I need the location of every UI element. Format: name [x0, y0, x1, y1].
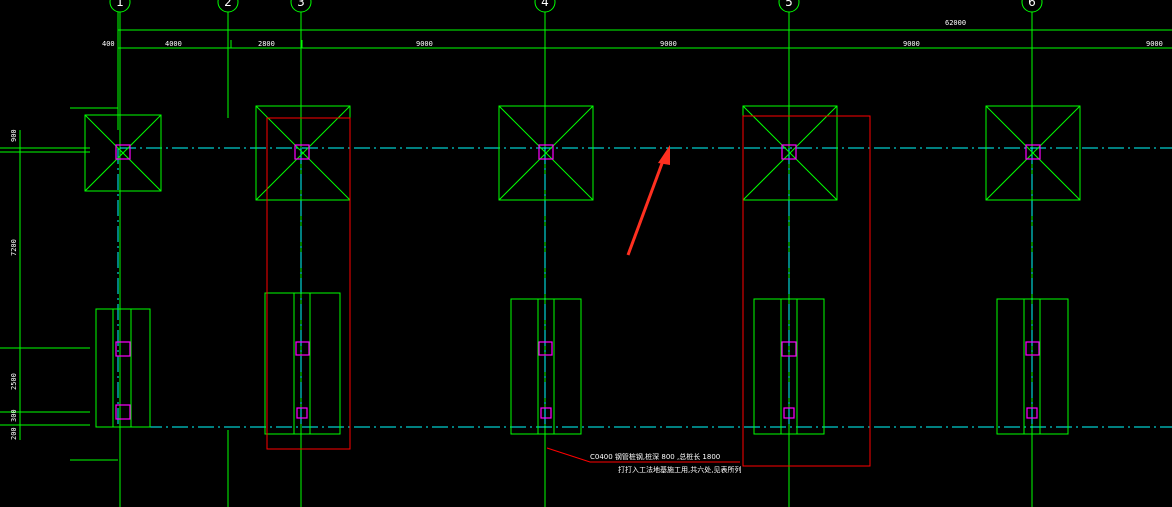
lower-footings: [95, 292, 1069, 435]
grid-label-1: 1: [116, 0, 124, 9]
grid-label-5: 5: [785, 0, 793, 9]
horizontal-axis-lines: [120, 147, 1172, 428]
pile-cap-4: [498, 105, 594, 201]
column-marker: [783, 407, 795, 419]
left-dimension-lines: [0, 107, 118, 461]
dim-seg-6: 9000: [1146, 40, 1163, 48]
dim-seg-4: 9000: [660, 40, 677, 48]
column-marker: [295, 341, 310, 356]
column-marker: [294, 144, 310, 160]
grid-label-2: 2: [224, 0, 232, 9]
dim-left-1: 7200: [10, 239, 18, 256]
column-marker: [1025, 144, 1041, 160]
footing-6: [996, 298, 1069, 435]
footing-1: [95, 308, 151, 428]
top-dimension-texts: 62000 400 4000 2800 9000 9000 9000 9000: [102, 19, 1163, 48]
pile-cap-1: [84, 114, 162, 192]
column-marker: [115, 404, 131, 420]
dim-seg-0: 400: [102, 40, 115, 48]
left-dimension-texts: 900 7200 2500 300 200: [10, 129, 18, 440]
footing-3: [264, 292, 341, 435]
pile-cap-6: [985, 105, 1081, 201]
column-marker: [115, 144, 131, 160]
annotation-leader: [546, 447, 740, 463]
pile-cap-3: [255, 105, 351, 201]
footing-4: [510, 298, 582, 435]
dim-left-2: 2500: [10, 373, 18, 390]
dim-left-4: 200: [10, 427, 18, 440]
dim-seg-3: 9000: [416, 40, 433, 48]
column-marker: [1025, 341, 1040, 356]
dim-seg-2: 2800: [258, 40, 275, 48]
grid-label-4: 4: [541, 0, 549, 9]
red-arrow-icon: [626, 145, 670, 256]
column-marker: [538, 341, 553, 356]
column-marker: [538, 144, 554, 160]
grid-label-6: 6: [1028, 0, 1036, 9]
annotation-line-2: 打打入工法地基施工用,共六处,见表所列: [618, 465, 741, 474]
dim-seg-1: 4000: [165, 40, 182, 48]
highlight-boxes: [266, 115, 871, 467]
dim-seg-5: 9000: [903, 40, 920, 48]
dim-left-0: 900: [10, 129, 18, 142]
column-marker: [540, 407, 552, 419]
highlight-box-axis-3: [266, 117, 351, 450]
column-marker: [296, 407, 308, 419]
annotation-line-1: C0400 钢管桩钢,桩深 800 ,总桩长 1800: [590, 452, 720, 461]
column-marker: [115, 341, 131, 357]
highlight-box-axis-5: [742, 115, 871, 467]
footing-5: [753, 298, 825, 435]
dim-left-3: 300: [10, 409, 18, 422]
vertical-axis-lines: [117, 148, 1033, 427]
dim-overall: 62000: [945, 19, 966, 27]
column-marker: [1026, 407, 1038, 419]
column-marker: [781, 144, 797, 160]
grid-label-3: 3: [297, 0, 305, 9]
annotation: C0400 钢管桩钢,桩深 800 ,总桩长 1800 打打入工法地基施工用,共…: [590, 452, 741, 474]
column-marker: [781, 341, 797, 357]
column-markers: [115, 144, 1041, 420]
